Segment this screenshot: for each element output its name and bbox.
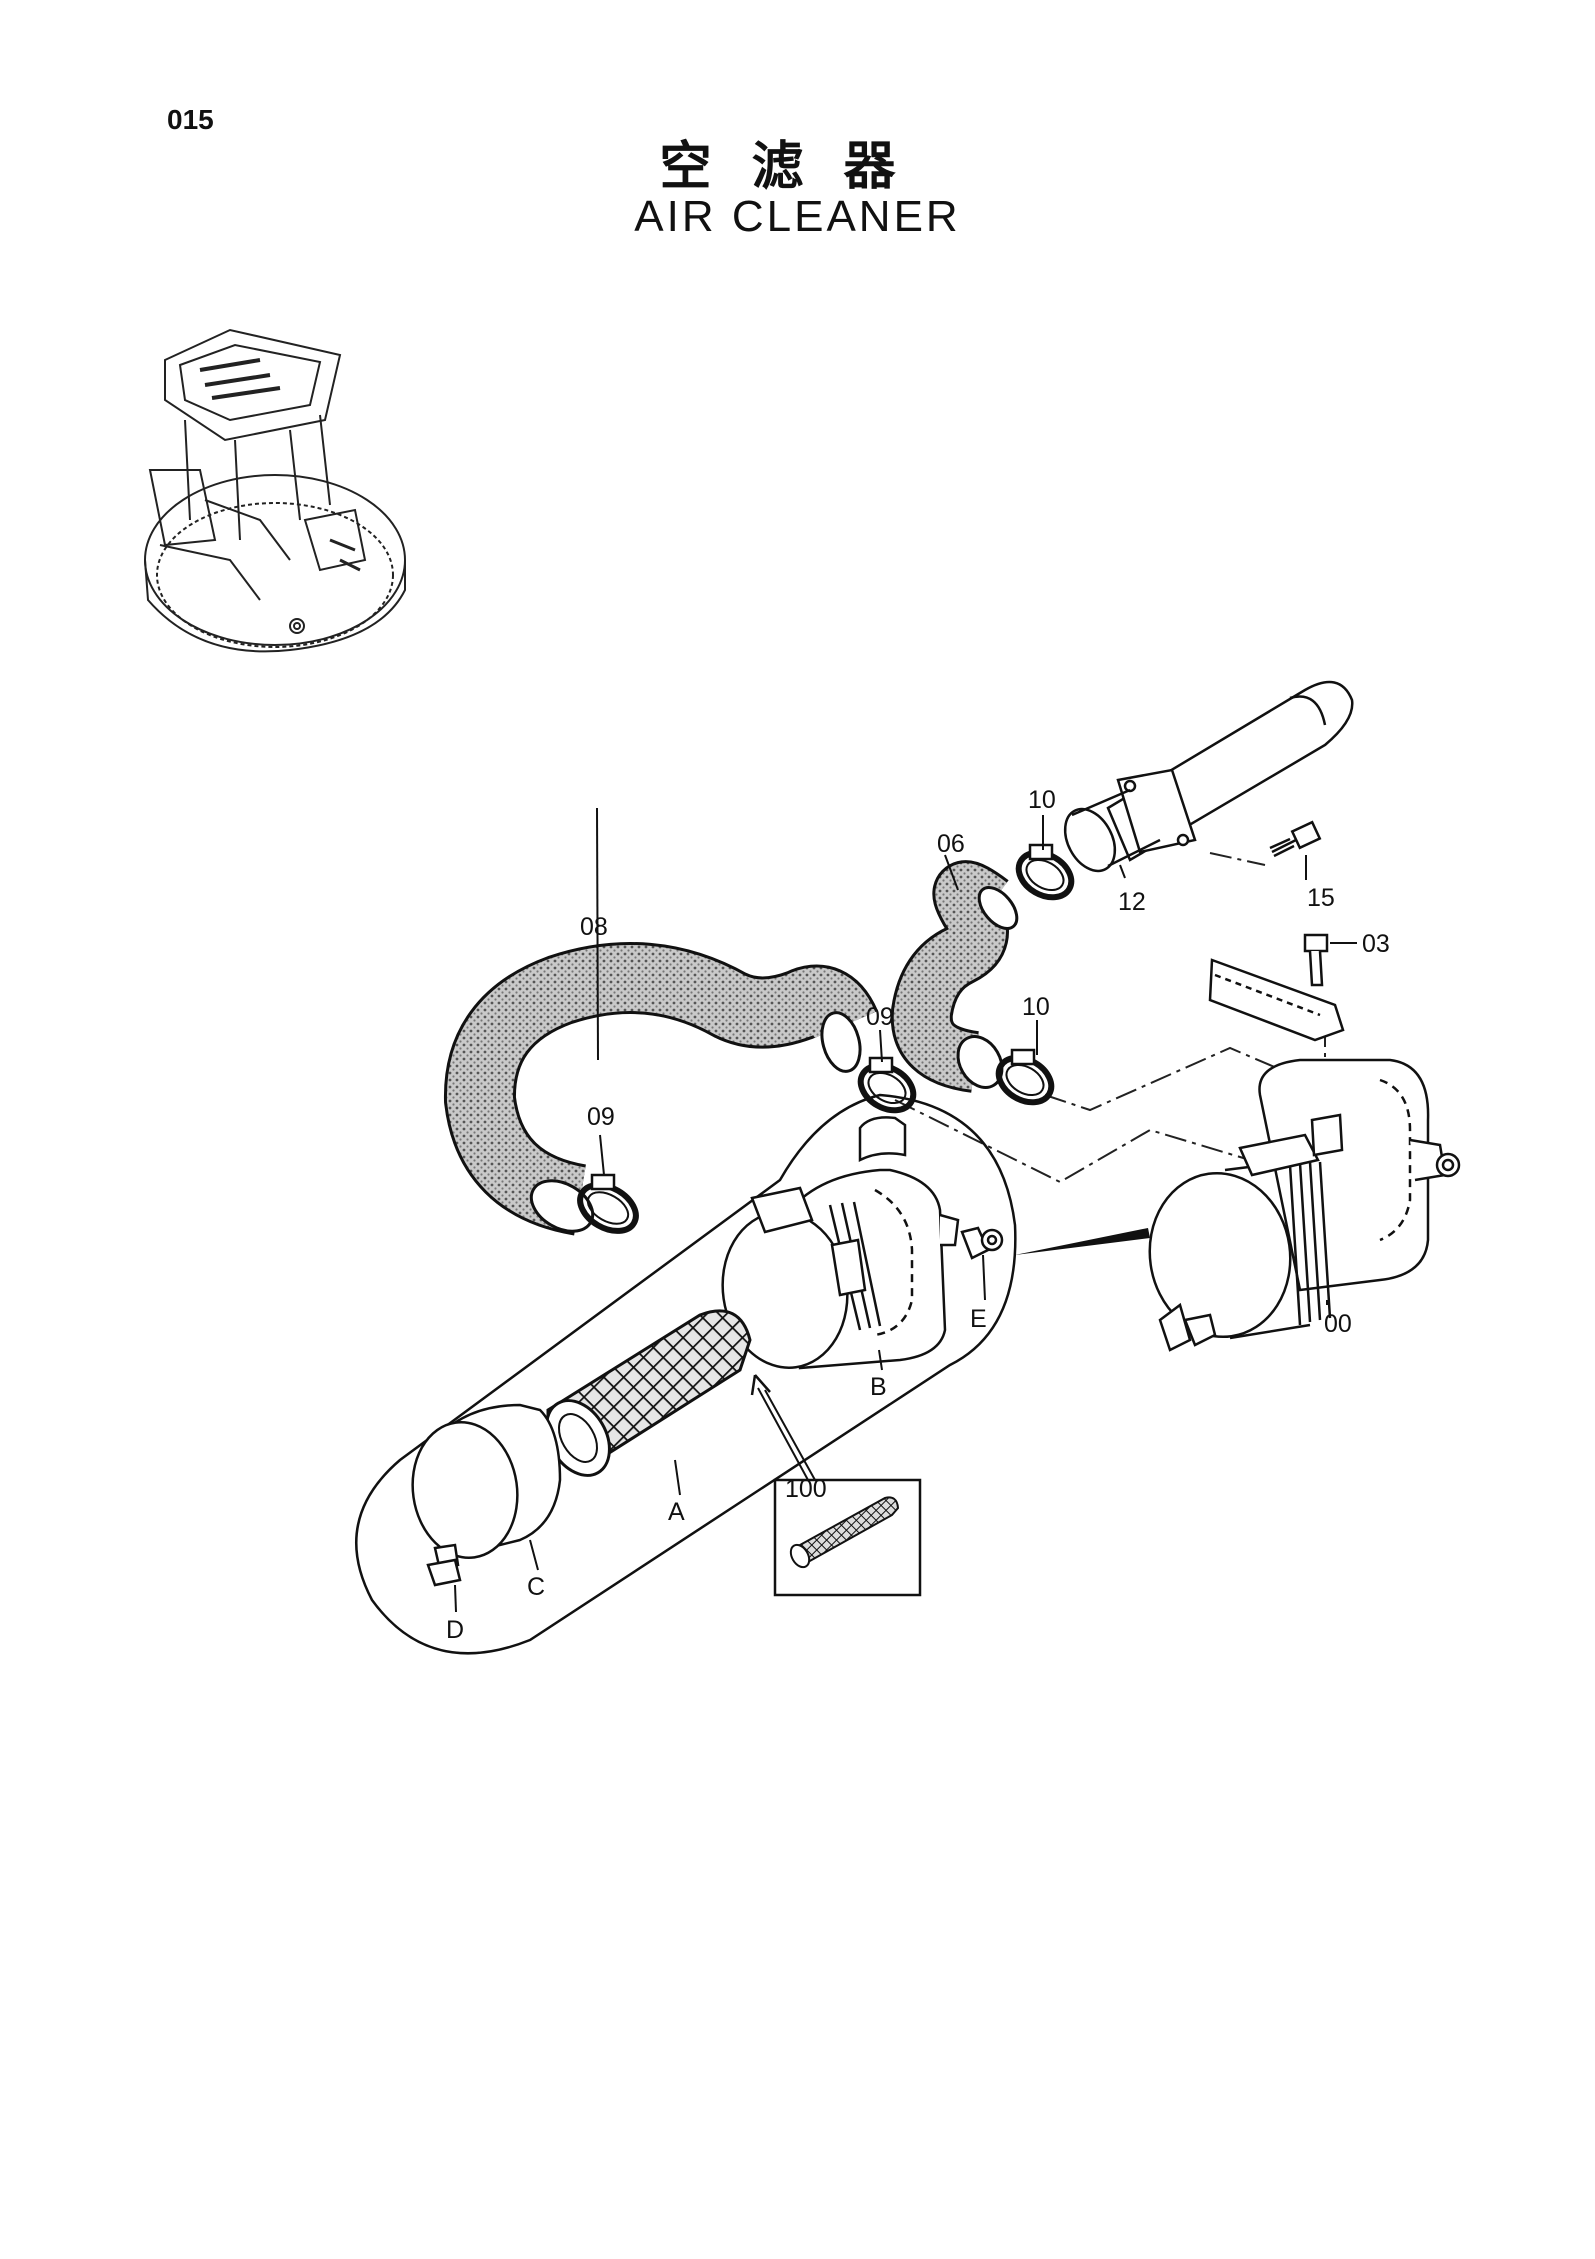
filter-element-a bbox=[545, 1309, 752, 1477]
detail-view-outline bbox=[355, 1093, 1017, 1655]
detail-pointer-wedge bbox=[1015, 1228, 1150, 1255]
inset-box-100 bbox=[773, 1478, 922, 1597]
callout-15: 15 bbox=[1307, 884, 1335, 912]
callout-12: 12 bbox=[1118, 888, 1146, 916]
callout-e: E bbox=[970, 1305, 987, 1333]
callout-03: 03 bbox=[1362, 930, 1390, 958]
callout-10-bottom: 10 bbox=[1022, 993, 1050, 1021]
callout-00: 00 bbox=[1324, 1310, 1352, 1338]
callout-d: D bbox=[446, 1616, 464, 1644]
cover-c bbox=[411, 1403, 562, 1587]
callout-09-upper: 09 bbox=[866, 1003, 894, 1031]
air-cleaner-assembly bbox=[1148, 1058, 1461, 1352]
callout-06: 06 bbox=[937, 830, 965, 858]
clamp-10-top bbox=[1015, 843, 1075, 901]
callout-b: B bbox=[870, 1373, 887, 1401]
callout-10-top: 10 bbox=[1028, 786, 1056, 814]
callout-c: C bbox=[527, 1573, 545, 1601]
clamp-09-lower bbox=[577, 1173, 639, 1234]
callout-100: 100 bbox=[785, 1475, 827, 1503]
intake-pipe bbox=[1063, 680, 1354, 873]
callout-09-lower: 09 bbox=[587, 1103, 615, 1131]
title-chinese: 空滤器 bbox=[659, 137, 936, 197]
callout-08: 08 bbox=[580, 913, 608, 941]
machine-location-thumbnail bbox=[144, 328, 406, 653]
callout-leader-lines bbox=[454, 807, 1357, 1613]
page-number: 015 bbox=[167, 104, 214, 135]
callout-a: A bbox=[668, 1498, 685, 1526]
hose-06 bbox=[890, 860, 1019, 1093]
clamp-10-bottom bbox=[995, 1048, 1055, 1106]
bolt-03-and-bracket bbox=[1208, 933, 1345, 1042]
housing-b bbox=[721, 1116, 1004, 1370]
title-english: AIR CLEANER bbox=[634, 192, 961, 241]
bolt-15 bbox=[1269, 820, 1322, 858]
